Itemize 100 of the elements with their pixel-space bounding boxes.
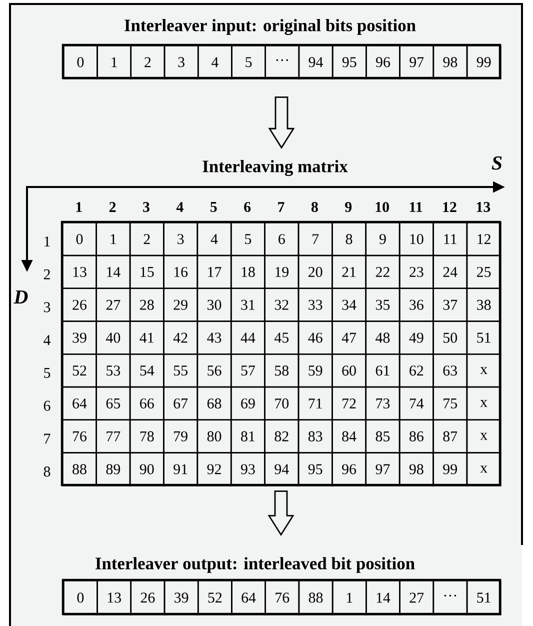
table-cell: 60 (332, 354, 367, 388)
table-cell: ··· (432, 580, 468, 616)
table-cell: 4 (197, 45, 232, 80)
table-cell: 45 (264, 320, 300, 355)
table-cell: 30 (196, 288, 232, 322)
table-cell: 53 (96, 354, 131, 388)
table-cell: 96 (366, 45, 400, 80)
table-cell: 99 (432, 452, 468, 486)
table-cell: 71 (298, 386, 333, 421)
column-number: 13 (476, 202, 490, 212)
table-cell: 96 (332, 452, 367, 486)
table-cell: 52 (197, 580, 232, 616)
column-number: 11 (410, 202, 422, 212)
table-cell: 1 (332, 580, 367, 616)
table-cell: 49 (398, 320, 434, 355)
table-cell: 32 (264, 288, 300, 322)
table-cell: x (466, 452, 502, 486)
row-number: 8 (44, 466, 50, 477)
table-cell: 29 (163, 288, 198, 322)
table-cell: 4 (196, 222, 232, 256)
row-number: 3 (44, 302, 50, 312)
table-cell: 72 (332, 386, 367, 421)
column-number: 7 (278, 202, 284, 212)
table-cell: 62 (398, 354, 434, 388)
table-cell: 76 (62, 419, 97, 454)
row-number: 6 (44, 400, 50, 411)
table-cell: 93 (230, 452, 266, 486)
table-cell: 44 (230, 320, 266, 355)
table-cell: 40 (96, 320, 131, 355)
table-cell: 58 (264, 354, 300, 388)
table-cell: 9 (365, 222, 400, 256)
table-cell: 64 (62, 386, 97, 421)
table-cell: 69 (230, 386, 266, 421)
table-cell: 41 (129, 320, 164, 355)
table-cell: 88 (62, 452, 97, 486)
table-cell: 0 (62, 222, 97, 256)
table-cell: 35 (365, 288, 400, 322)
table-cell: 36 (398, 288, 434, 322)
column-number: 2 (109, 202, 116, 212)
column-number: 3 (143, 202, 150, 212)
table-cell: 1 (96, 222, 131, 256)
table-cell: 55 (163, 354, 198, 388)
hollow-arrow (268, 490, 294, 536)
table-cell: 6 (264, 222, 300, 256)
table-cell: x (466, 354, 502, 388)
table-cell: 26 (130, 580, 166, 616)
table-cell: 76 (264, 580, 300, 616)
table-cell: 68 (196, 386, 232, 421)
row-number: 4 (44, 335, 50, 345)
table-cell: 8 (332, 222, 367, 256)
table-cell: 1 (96, 45, 132, 80)
table-cell: 70 (264, 386, 300, 421)
table-cell: 10 (398, 222, 434, 256)
table-cell: 26 (62, 288, 97, 322)
table-cell: 14 (96, 254, 131, 290)
heading: Interleaving matrix (202, 160, 348, 176)
table-cell: 0 (63, 45, 98, 80)
table-cell: ··· (264, 45, 300, 80)
table-cell: 82 (264, 419, 300, 454)
table-cell: 33 (298, 288, 333, 322)
table-cell: 81 (230, 419, 266, 454)
table-cell: 73 (365, 386, 400, 421)
table-cell: 42 (163, 320, 198, 355)
row-number: 7 (44, 434, 50, 444)
table-cell: 63 (432, 354, 468, 388)
hollow-arrow (268, 96, 295, 149)
table-cell: 59 (298, 354, 333, 388)
table-cell: 78 (129, 419, 164, 454)
table-cell: 27 (399, 580, 434, 616)
table-cell: 16 (163, 254, 198, 290)
table-cell: 38 (466, 288, 502, 322)
row-number: 1 (44, 236, 50, 246)
table-cell: 95 (298, 452, 333, 486)
table-cell: 97 (365, 452, 400, 486)
heading: Interleaver input: original bits position (124, 19, 416, 35)
table-cell: 3 (163, 222, 198, 256)
table-cell: 54 (129, 354, 164, 388)
table-cell: 88 (298, 580, 334, 616)
table-cell: 84 (332, 419, 367, 454)
table-cell: 21 (332, 254, 367, 290)
column-number: 8 (311, 202, 318, 212)
table-cell: 25 (466, 254, 502, 290)
table-cell: 24 (432, 254, 468, 290)
table-cell: 94 (264, 452, 300, 486)
table-cell: 98 (398, 452, 434, 486)
table-cell: 37 (432, 288, 468, 322)
table-cell: 46 (298, 320, 333, 355)
table-cell: 47 (332, 320, 367, 355)
table-cell: 51 (466, 320, 502, 355)
table-cell: 90 (129, 452, 164, 486)
table-cell: 22 (365, 254, 400, 290)
table-cell: 85 (365, 419, 400, 454)
table-cell: 13 (62, 254, 97, 290)
table-cell: 67 (163, 386, 198, 421)
table-cell: 7 (298, 222, 333, 256)
column-number: 5 (210, 202, 217, 212)
table-cell: 89 (96, 452, 131, 486)
table-cell: 2 (129, 222, 164, 256)
table-cell: 99 (466, 45, 502, 80)
table-cell: 19 (264, 254, 300, 290)
